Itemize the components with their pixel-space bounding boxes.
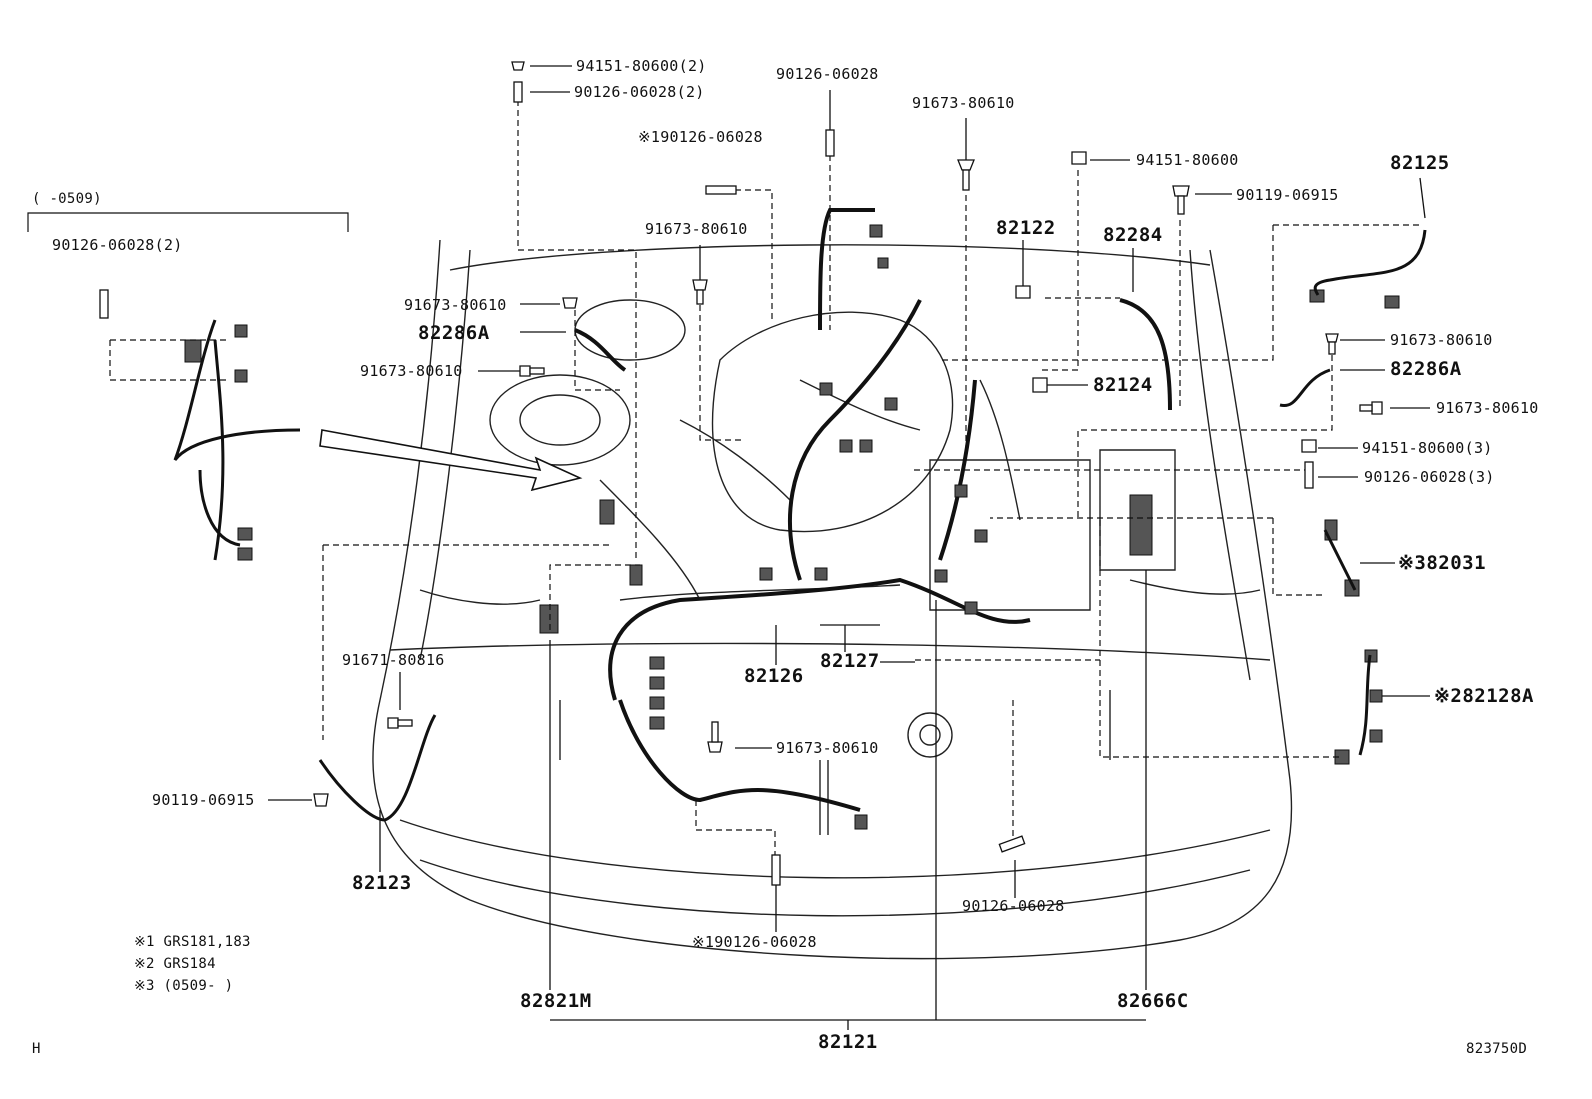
part-82286A-left: 82286A	[418, 322, 490, 344]
engine-detail-1	[679, 379, 921, 501]
part-82123: 82123	[352, 872, 412, 894]
front-panel	[559, 690, 1111, 760]
harness-variant	[173, 319, 301, 561]
harness-main-front	[608, 577, 1031, 701]
harness-82125	[1313, 229, 1427, 296]
harness-82123	[318, 714, 437, 822]
harness-right	[938, 379, 977, 561]
variant-part-90126-qty2: 90126-06028(2)	[52, 236, 183, 254]
harness-82286a-right	[1279, 368, 1331, 407]
note-3: ※3 (0509- )	[134, 978, 234, 994]
variant-bracket	[27, 212, 349, 232]
callout-arrow	[319, 429, 583, 492]
hood-outline	[372, 239, 1293, 960]
part-90119-06915-right: 90119-06915	[1236, 186, 1339, 204]
part-91673-80610-top: 91673-80610	[912, 94, 1015, 112]
part-82128A: ※282128A	[1434, 685, 1534, 707]
harness-82286a-left	[574, 328, 627, 372]
bumper-line-2	[419, 859, 1251, 917]
harness-82031	[1323, 529, 1357, 591]
harness-82284	[1119, 298, 1172, 411]
part-90126-06028-top: 90126-06028	[776, 65, 879, 83]
part-90126-06028-qty2: 90126-06028(2)	[574, 83, 705, 101]
part-82124: 82124	[1093, 374, 1153, 396]
air-cleaner	[574, 299, 686, 361]
part-91671-80816: 91671-80816	[342, 651, 445, 669]
inner-fender-right	[1189, 249, 1251, 681]
corner-marker: H	[32, 1041, 41, 1057]
part-91673-80610-bottom: 91673-80610	[776, 739, 879, 757]
note-2: ※2 GRS184	[134, 956, 216, 972]
part-91673-80610-r2: 91673-80610	[1436, 399, 1539, 417]
part-91673-80610-b: 91673-80610	[404, 296, 507, 314]
harness-82128a	[1358, 654, 1372, 756]
part-82666C: 82666C	[1117, 990, 1189, 1012]
variant-range-label: ( -0509)	[32, 191, 102, 207]
part-82121: 82121	[818, 1031, 878, 1053]
pulley	[907, 712, 953, 758]
inner-fender-left	[419, 249, 471, 661]
harness-lower	[618, 699, 861, 812]
part-82126: 82126	[744, 665, 804, 687]
harness-engine	[788, 299, 922, 581]
illustration-id: 823750D	[1466, 1041, 1528, 1057]
headlight-left	[419, 589, 541, 605]
part-82284: 82284	[1103, 224, 1163, 246]
headlight-right	[1129, 579, 1261, 595]
engine-detail-2	[599, 379, 1021, 601]
harness-top	[818, 208, 875, 331]
part-90126-06028-bottom: 90126-06028	[962, 897, 1065, 915]
part-90126-06028-qty3: 90126-06028(3)	[1364, 468, 1495, 486]
bumper-line-1	[399, 819, 1271, 879]
part-82286A-right: 82286A	[1390, 358, 1462, 380]
part-94151-80600: 94151-80600	[1136, 151, 1239, 169]
part-82821M: 82821M	[520, 990, 592, 1012]
part-91673-80610-c: 91673-80610	[360, 362, 463, 380]
strut-tower-left-inner	[519, 394, 601, 446]
part-94151-80600-qty3: 94151-80600(3)	[1362, 439, 1493, 457]
part-82122: 82122	[996, 217, 1056, 239]
part-91673-80610-a: 91673-80610	[645, 220, 748, 238]
pulley-inner	[919, 724, 941, 746]
part-82127: 82127	[820, 650, 880, 672]
part-90126-06028-note1-bottom: ※190126-06028	[692, 933, 817, 951]
part-90119-06915-left: 90119-06915	[152, 791, 255, 809]
strut-tower-left	[489, 374, 631, 466]
note-1: ※1 GRS181,183	[134, 934, 251, 950]
part-82125: 82125	[1390, 152, 1450, 174]
part-91673-80610-r1: 91673-80610	[1390, 331, 1493, 349]
part-94151-80600-qty2: 94151-80600(2)	[576, 57, 707, 75]
part-90126-06028-note1: ※190126-06028	[638, 128, 763, 146]
part-82031: ※382031	[1398, 552, 1487, 574]
intake-manifold	[711, 311, 954, 533]
cowl-line	[449, 244, 1211, 271]
engine-cover-right	[929, 459, 1091, 611]
